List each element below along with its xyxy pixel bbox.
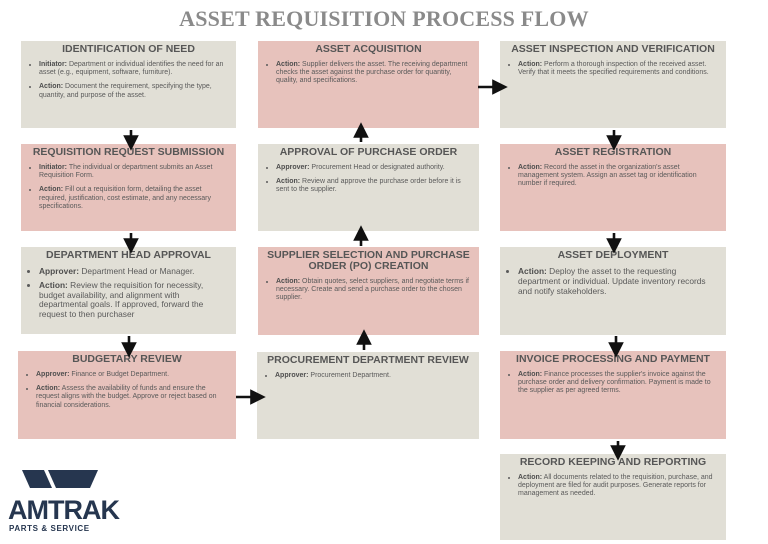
detail-label: Approver: bbox=[275, 372, 309, 379]
step-detail-item: Approver: Procurement Department. bbox=[275, 372, 471, 380]
step-details: Initiator: Department or individual iden… bbox=[29, 61, 228, 100]
step-title: ASSET DEPLOYMENT bbox=[557, 249, 669, 261]
detail-label: Action: bbox=[518, 164, 543, 171]
detail-label: Action: bbox=[518, 266, 547, 276]
step-box: IDENTIFICATION OF NEED Initiator: Departm… bbox=[21, 41, 236, 128]
step-details: Action: Finance processes the supplier's… bbox=[508, 371, 718, 396]
company-logo: AMTRAK PARTS & SERVICE bbox=[8, 468, 120, 538]
detail-label: Action: bbox=[518, 61, 543, 68]
step-title: APPROVAL OF PURCHASE ORDER bbox=[279, 146, 458, 158]
step-box: SUPPLIER SELECTION AND PURCHASE ORDER (P… bbox=[258, 247, 479, 335]
step-details: Approver: Procurement Department. bbox=[265, 372, 471, 380]
detail-label: Action: bbox=[518, 474, 543, 481]
step-box: ASSET REGISTRATION Action: Record the ass… bbox=[500, 144, 726, 231]
detail-text: Assess the availability of funds and ens… bbox=[36, 385, 217, 409]
detail-label: Action: bbox=[276, 278, 301, 285]
step-detail-item: Action: Fill out a requisition form, det… bbox=[39, 186, 228, 211]
detail-text: Finance processes the supplier's invoice… bbox=[518, 371, 711, 395]
detail-label: Action: bbox=[276, 178, 301, 186]
detail-text: Procurement Head or designated authority… bbox=[309, 164, 445, 171]
step-title: ASSET INSPECTION AND VERIFICATION bbox=[511, 43, 715, 55]
step-title: SUPPLIER SELECTION AND PURCHASE ORDER (P… bbox=[267, 249, 470, 272]
step-detail-item: Action: Deploy the asset to the requesti… bbox=[518, 266, 718, 296]
step-detail-item: Initiator: Department or individual iden… bbox=[39, 61, 228, 77]
detail-label: Approver: bbox=[36, 371, 70, 378]
page-title: ASSET REQUISITION PROCESS FLOW bbox=[179, 6, 589, 31]
step-box: RECORD KEEPING AND REPORTING Action: All … bbox=[500, 454, 726, 540]
detail-label: Initiator: bbox=[39, 61, 67, 68]
detail-text: Fill out a requisition form, detailing t… bbox=[39, 186, 211, 210]
step-detail-item: Action: Obtain quotes, select suppliers,… bbox=[276, 278, 471, 303]
detail-text: Record the asset in the organization's a… bbox=[518, 164, 697, 188]
detail-text: Perform a thorough inspection of the rec… bbox=[518, 61, 709, 77]
step-detail-item: Action: All documents related to the req… bbox=[518, 474, 718, 499]
step-detail-item: Action: Assess the availability of funds… bbox=[36, 385, 228, 410]
step-title: PROCUREMENT DEPARTMENT REVIEW bbox=[267, 354, 469, 366]
step-details: Action: All documents related to the req… bbox=[508, 474, 718, 499]
step-details: Approver: Finance or Budget Department.A… bbox=[26, 371, 228, 410]
detail-label: Action: bbox=[276, 61, 301, 68]
step-details: Action: Obtain quotes, select suppliers,… bbox=[266, 278, 471, 303]
step-details: Action: Supplier delivers the asset. The… bbox=[266, 61, 471, 86]
detail-text: Review and approve the purchase order be… bbox=[276, 178, 461, 194]
detail-text: Supplier delivers the asset. The receivi… bbox=[276, 61, 468, 85]
step-details: Action: Deploy the asset to the requesti… bbox=[508, 266, 718, 296]
step-details: Approver: Department Head or Manager. Act… bbox=[29, 266, 228, 320]
step-box: APPROVAL OF PURCHASE ORDER Approver: Proc… bbox=[258, 144, 479, 231]
step-title: DEPARTMENT HEAD APPROVAL bbox=[46, 249, 211, 261]
step-box: ASSET INSPECTION AND VERIFICATION Action:… bbox=[500, 41, 726, 128]
logo-tagline: PARTS & SERVICE bbox=[9, 524, 90, 533]
step-details: Action: Record the asset in the organiza… bbox=[508, 164, 718, 189]
logo-name: AMTRAK bbox=[8, 495, 120, 525]
step-title: ASSET REGISTRATION bbox=[554, 146, 672, 158]
step-box: BUDGETARY REVIEWApprover: Finance or Bud… bbox=[18, 351, 236, 439]
step-title: RECORD KEEPING AND REPORTING bbox=[519, 456, 707, 468]
detail-text: Document the requirement, specifying the… bbox=[39, 83, 212, 99]
detail-label: Approver: bbox=[276, 164, 310, 171]
detail-label: Action: bbox=[39, 83, 64, 91]
step-box: REQUISITION REQUEST SUBMISSION Initiator:… bbox=[21, 144, 236, 231]
detail-text: Department Head or Manager. bbox=[79, 266, 195, 276]
step-title: IDENTIFICATION OF NEED bbox=[62, 43, 195, 55]
detail-text: Procurement Department. bbox=[308, 372, 391, 379]
detail-text: Obtain quotes, select suppliers, and neg… bbox=[276, 278, 469, 302]
step-detail-item: Action: Finance processes the supplier's… bbox=[518, 371, 718, 396]
step-details: Initiator: The individual or department … bbox=[29, 164, 228, 211]
step-title: BUDGETARY REVIEW bbox=[72, 353, 182, 365]
detail-text: All documents related to the requisition… bbox=[518, 474, 713, 498]
detail-text: Review the requisition for necessity, bu… bbox=[39, 279, 204, 320]
step-title: ASSET ACQUISITION bbox=[315, 43, 422, 55]
step-details: Approver: Procurement Head or designated… bbox=[266, 164, 471, 195]
detail-text: Deploy the asset to the requesting depar… bbox=[518, 266, 706, 296]
step-box: ASSET DEPLOYMENT Action: Deploy the asset… bbox=[500, 247, 726, 335]
detail-label: Action: bbox=[39, 186, 64, 194]
step-detail-item: Action: Supplier delivers the asset. The… bbox=[276, 61, 471, 86]
step-detail-item: Action: Review and approve the purchase … bbox=[276, 178, 471, 194]
step-detail-item: Approver: Department Head or Manager. bbox=[39, 266, 228, 277]
step-box: PROCUREMENT DEPARTMENT REVIEW Approver: P… bbox=[257, 352, 479, 439]
step-detail-item: Initiator: The individual or department … bbox=[39, 164, 228, 180]
step-box: ASSET ACQUISITION Action: Supplier delive… bbox=[258, 41, 479, 128]
step-box: INVOICE PROCESSING AND PAYMENT Action: Fi… bbox=[500, 351, 726, 439]
detail-text: Department or individual identifies the … bbox=[39, 61, 224, 77]
detail-text: The individual or department submits an … bbox=[39, 164, 213, 180]
step-detail-item: Action: Review the requisition for neces… bbox=[39, 279, 228, 320]
detail-text: Finance or Budget Department. bbox=[69, 371, 170, 378]
logo-mark-icon bbox=[22, 470, 98, 488]
step-details: Action: Perform a thorough inspection of… bbox=[508, 61, 718, 77]
detail-label: Approver: bbox=[39, 266, 80, 276]
detail-label: Initiator: bbox=[39, 164, 67, 171]
step-detail-item: Action: Record the asset in the organiza… bbox=[518, 164, 718, 189]
detail-label: Action: bbox=[39, 279, 68, 290]
step-detail-item: Action: Document the requirement, specif… bbox=[39, 83, 228, 99]
step-detail-item: Approver: Procurement Head or designated… bbox=[276, 164, 471, 172]
step-detail-item: Action: Perform a thorough inspection of… bbox=[518, 61, 718, 77]
detail-label: Action: bbox=[36, 385, 61, 393]
step-box: DEPARTMENT HEAD APPROVAL Approver: Depart… bbox=[21, 247, 236, 334]
detail-label: Action: bbox=[518, 371, 543, 378]
step-detail-item: Approver: Finance or Budget Department. bbox=[36, 371, 228, 379]
step-title: REQUISITION REQUEST SUBMISSION bbox=[32, 146, 225, 158]
step-title: INVOICE PROCESSING AND PAYMENT bbox=[516, 353, 710, 365]
